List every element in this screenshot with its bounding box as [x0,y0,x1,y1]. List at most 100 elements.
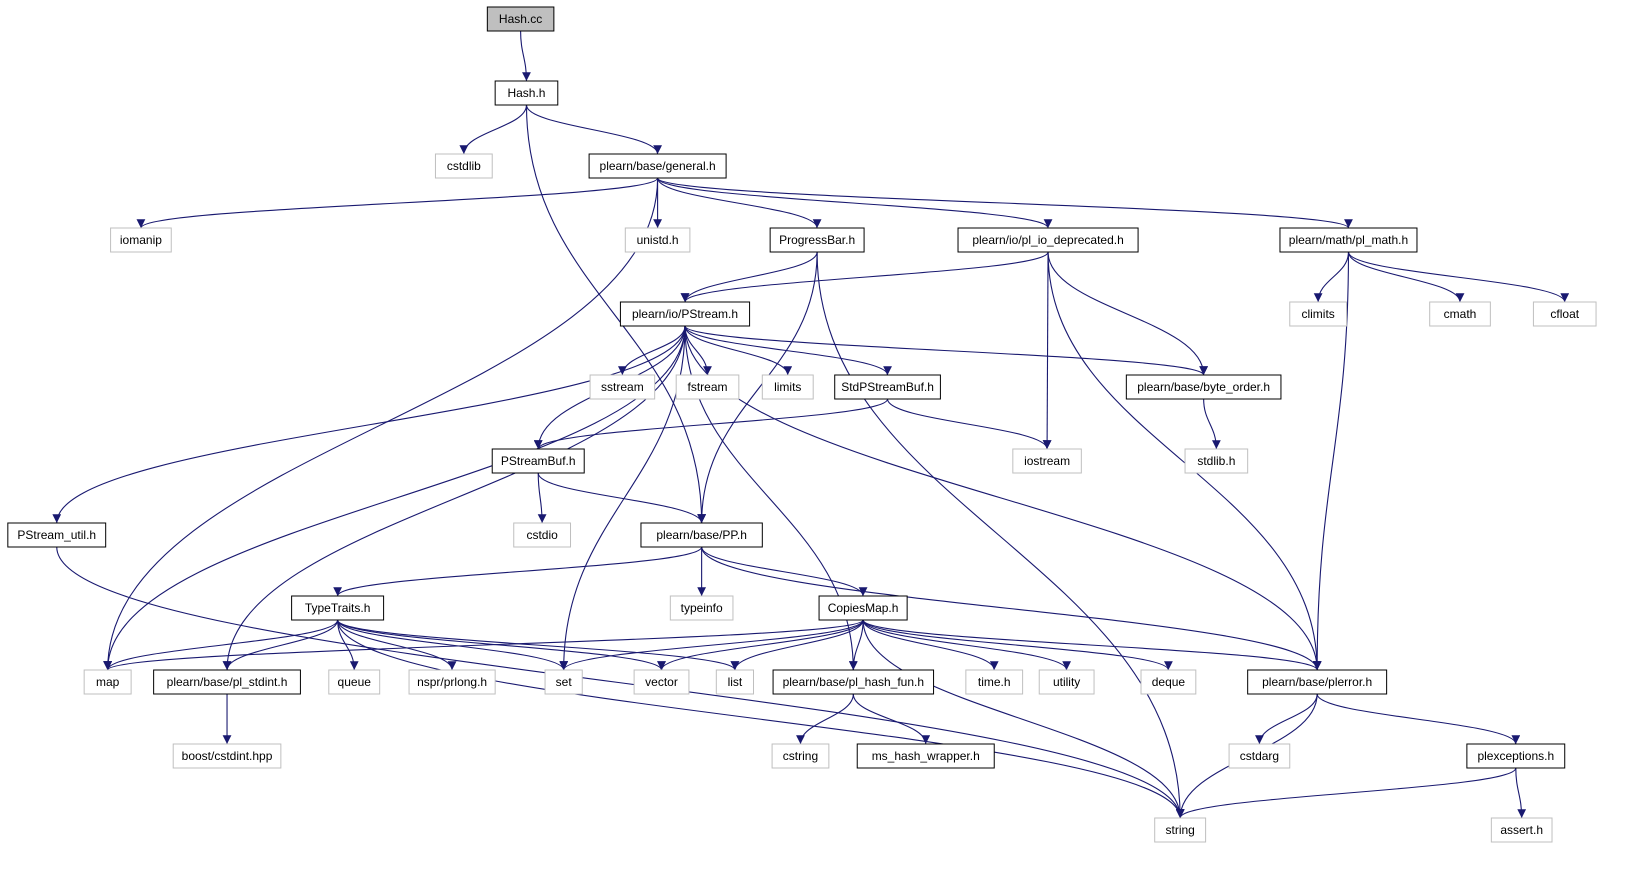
node-box [769,227,865,253]
node-pstream-h[interactable]: plearn/io/PStream.h [619,301,751,327]
node-pl-hash-fun-h[interactable]: plearn/base/pl_hash_fun.h [772,669,935,695]
node-limits: limits [761,374,814,400]
node-label: plearn/base/byte_order.h [1137,380,1270,394]
node-cstdarg: cstdarg [1228,743,1291,769]
edge-progressbar_h-to-pstream_h [680,251,818,303]
node-label: list [728,675,743,689]
edge-pp_h-to-plerror_h [701,546,1322,671]
node-box [1247,669,1388,695]
node-pl-stdint-h[interactable]: plearn/base/pl_stdint.h [153,669,301,695]
node-box [1038,669,1095,695]
node-label: plearn/io/pl_io_deprecated.h [972,233,1123,247]
node-box [1184,448,1249,474]
node-typetraits-h[interactable]: TypeTraits.h [291,595,385,621]
node-label: CopiesMap.h [828,601,899,615]
edge-layer [52,30,1570,819]
node-label: Hash.h [507,86,545,100]
node-queue: queue [328,669,381,695]
node-hash-cc[interactable]: Hash.cc [486,6,555,32]
node-plexceptions-h[interactable]: plexceptions.h [1466,743,1566,769]
node-map: map [83,669,132,695]
node-pstreambuf-h[interactable]: PStreamBuf.h [491,448,585,474]
node-cmath: cmath [1429,301,1491,327]
edge-copiesmap_h-to-time_h [862,619,999,671]
edge-hash_cc-to-hash_h [520,30,531,82]
node-plerror-h[interactable]: plearn/base/plerror.h [1247,669,1388,695]
edge-general_h-to-map [103,177,659,671]
node-hash-h[interactable]: Hash.h [494,80,559,106]
node-box [1228,743,1291,769]
node-label: StdPStreamBuf.h [841,380,934,394]
node-box [83,669,132,695]
edge-pl_hash_fun_h-to-cstring [796,693,854,745]
node-cstring: cstring [771,743,830,769]
node-label: PStream_util.h [17,528,96,542]
edge-copiesmap_h-to-utility [862,619,1071,671]
node-label: plearn/base/PP.h [656,528,747,542]
node-progressbar-h[interactable]: ProgressBar.h [769,227,865,253]
node-box [1154,817,1207,843]
node-iostream: iostream [1012,448,1082,474]
node-general-h[interactable]: plearn/base/general.h [588,153,727,179]
edge-pstream_h-to-pl_stdint_h [222,325,686,671]
edge-typetraits_h-to-prlong_h [337,619,457,671]
node-cstdlib: cstdlib [434,153,493,179]
edge-typetraits_h-to-set [337,619,568,671]
edge-copiesmap_h-to-map [103,619,864,671]
node-fstream: fstream [675,374,740,400]
node-label: utility [1053,675,1080,689]
node-box [172,743,282,769]
node-list: list [715,669,754,695]
node-pl-io-deprecated-h[interactable]: plearn/io/pl_io_deprecated.h [957,227,1139,253]
node-box [1466,743,1566,769]
edge-copiesmap_h-to-deque [862,619,1173,671]
node-assert-h: assert.h [1490,817,1553,843]
edge-pl_io_deprecated_h-to-pstream_h [680,251,1049,303]
node-box [408,669,496,695]
node-label: fstream [687,380,727,394]
node-label: stdlib.h [1197,454,1235,468]
node-pl-math-h[interactable]: plearn/math/pl_math.h [1279,227,1418,253]
node-stdpstreambuf-h[interactable]: StdPStreamBuf.h [834,374,941,400]
node-box [589,374,656,400]
edge-typetraits_h-to-pl_stdint_h [222,619,339,671]
edge-byte_order_h-to-stdlib_h [1203,398,1221,450]
node-label: iomanip [120,233,162,247]
node-box [291,595,385,621]
node-label: plearn/math/pl_math.h [1289,233,1408,247]
node-deque: deque [1140,669,1197,695]
node-pstream-util-h[interactable]: PStream_util.h [7,522,107,548]
node-label: limits [774,380,801,394]
node-label: cfloat [1550,307,1579,321]
node-box [1289,301,1348,327]
edge-progressbar_h-to-pp_h [697,251,818,524]
node-climits: climits [1289,301,1348,327]
edge-general_h-to-iomanip [136,177,659,229]
edge-plexceptions_h-to-string [1175,767,1517,819]
node-label: nspr/prlong.h [417,675,487,689]
node-byte-order-h[interactable]: plearn/base/byte_order.h [1125,374,1282,400]
node-box [856,743,995,769]
edge-pl_io_deprecated_h-to-byte_order_h [1047,251,1209,376]
edge-copiesmap_h-to-set [559,619,864,671]
node-label: queue [338,675,372,689]
node-box [834,374,941,400]
node-box [7,522,107,548]
node-copiesmap-h[interactable]: CopiesMap.h [818,595,908,621]
node-label: plexceptions.h [1477,749,1554,763]
node-label: plearn/base/general.h [600,159,716,173]
node-string: string [1154,817,1207,843]
edge-pstreambuf_h-to-pp_h [537,472,706,524]
edge-pstream_h-to-sstream [617,325,686,376]
edge-pl_io_deprecated_h-to-iostream [1042,251,1052,450]
edge-pstream_h-to-byte_order_h [684,325,1208,376]
node-pp-h[interactable]: plearn/base/PP.h [640,522,763,548]
node-label: cstring [783,749,818,763]
node-label: cmath [1444,307,1477,321]
node-box [1490,817,1553,843]
node-ms-hash-wrapper-h[interactable]: ms_hash_wrapper.h [856,743,995,769]
node-label: plearn/base/plerror.h [1262,675,1372,689]
node-label: plearn/base/pl_hash_fun.h [783,675,924,689]
edge-stdpstreambuf_h-to-iostream [887,398,1052,450]
